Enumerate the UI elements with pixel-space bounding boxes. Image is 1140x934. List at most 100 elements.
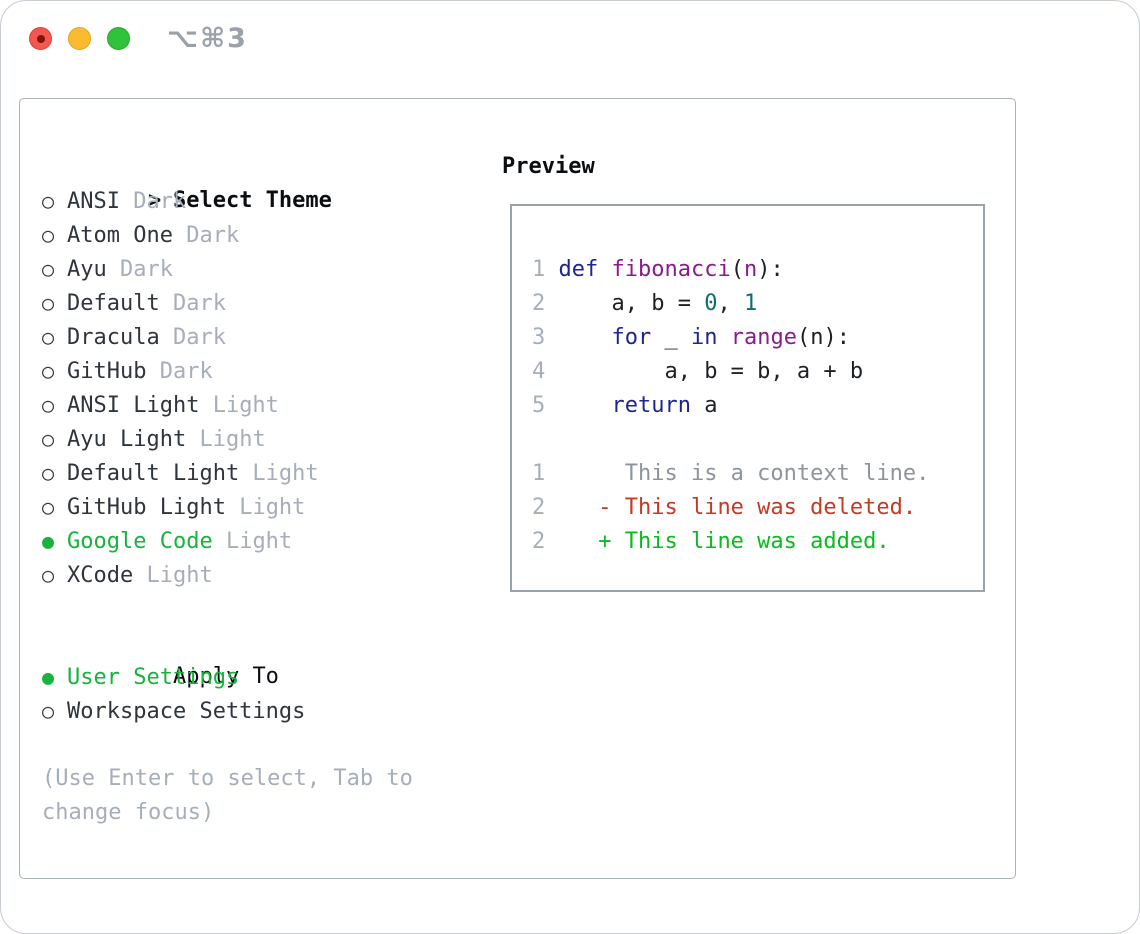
theme-option-ayu-dark[interactable]: ○Ayu Dark: [42, 252, 413, 286]
unselected-radio-icon: ○: [42, 393, 55, 417]
diff-line-deleted: 2 - This line was deleted.: [532, 491, 983, 525]
apply-option-workspace-settings[interactable]: ○Workspace Settings: [42, 694, 413, 728]
apply-option-label: Workspace Settings: [67, 699, 306, 724]
code-token: [559, 325, 612, 350]
line-number: 2: [532, 291, 546, 316]
blank-line: [532, 423, 983, 457]
theme-list-column: > Select Theme ○ ANSI Dark ○ Atom One Dark ○ A…: [42, 150, 413, 830]
theme-option-xcode-light[interactable]: ○XCode Light: [42, 558, 413, 592]
theme-variant-badge: Light: [225, 495, 306, 520]
help-text-line-2: change focus): [42, 800, 215, 825]
theme-name: Ayu Light: [67, 427, 187, 452]
unselected-radio-icon: ○: [42, 563, 55, 587]
code-token: 0: [704, 291, 718, 316]
theme-variant-badge: Dark: [172, 223, 240, 248]
unselected-radio-icon: ○: [42, 495, 55, 519]
code-token: a, b =: [558, 291, 705, 316]
window-title-shortcut: ⌥⌘3: [167, 23, 248, 54]
theme-variant-badge: Dark: [159, 325, 226, 350]
unselected-radio-icon: ○: [42, 427, 55, 451]
code-token: [717, 325, 730, 350]
code-token: n: [743, 257, 758, 282]
line-number: 3: [532, 325, 546, 350]
code-line-3: 3 for _ in range(n):: [532, 321, 983, 355]
theme-option-github-light-light[interactable]: ○ GitHub Light Light: [42, 490, 413, 524]
code-token: for: [611, 325, 652, 350]
unselected-radio-icon: ○: [42, 257, 55, 281]
diff-context-text: This is a context line.: [598, 461, 930, 486]
theme-option-google-code-light[interactable]: ● Google Code Light: [42, 524, 413, 558]
theme-option-default-light-light[interactable]: ○Default Light Light: [42, 456, 413, 490]
theme-option-atom-one-dark[interactable]: ○ Atom One Dark: [42, 218, 413, 252]
spacer: [42, 592, 413, 626]
theme-name: Atom One: [67, 223, 173, 248]
select-theme-title: Select Theme: [172, 188, 332, 213]
line-number: 2: [532, 529, 546, 554]
selected-radio-icon: ●: [42, 665, 55, 689]
code-token: a: [690, 393, 718, 418]
line-number: 2: [532, 495, 546, 520]
apply-to-header: Apply To: [42, 626, 413, 689]
close-button[interactable]: [29, 27, 52, 50]
theme-variant-badge: Light: [186, 427, 266, 452]
theme-name: Google Code: [67, 529, 213, 554]
theme-variant-badge: Light: [199, 393, 279, 418]
theme-name: Ayu: [67, 257, 107, 282]
theme-option-ansi-dark[interactable]: ○ANSI Dark: [42, 184, 413, 218]
theme-name: XCode: [67, 563, 134, 588]
theme-name: GitHub: [67, 359, 147, 384]
diff-added-text: + This line was added.: [598, 529, 890, 554]
unselected-radio-icon: ○: [42, 291, 55, 315]
code-token: (n):: [796, 325, 850, 350]
line-number: 5: [532, 393, 546, 418]
titlebar: ⌥⌘3: [1, 1, 1139, 76]
line-number: 1: [532, 257, 546, 282]
code-token: _: [651, 325, 691, 350]
theme-variant-badge: Light: [212, 529, 293, 554]
theme-option-default-dark[interactable]: ○ Default Dark: [42, 286, 413, 320]
diff-line-context: 1 This is a context line.: [532, 457, 983, 491]
code-token: range: [730, 325, 797, 350]
record-dot-icon: [36, 34, 45, 43]
apply-option-user-settings[interactable]: ●User Settings: [42, 660, 413, 694]
theme-variant-badge: Dark: [146, 359, 213, 384]
theme-name: ANSI Light: [67, 393, 200, 418]
unselected-radio-icon: ○: [42, 189, 55, 213]
help-text-line-1: (Use Enter to select, Tab to: [42, 766, 413, 791]
code-token: return: [611, 393, 691, 418]
code-token: a, b = b, a + b: [558, 359, 864, 384]
diff-line-added: 2 + This line was added.: [532, 525, 983, 559]
line-number: 4: [532, 359, 546, 384]
theme-variant-badge: Dark: [159, 291, 226, 316]
theme-name: Default Light: [67, 461, 240, 486]
selected-radio-icon: ●: [42, 529, 55, 553]
unselected-radio-icon: ○: [42, 359, 55, 383]
apply-to-title: Apply To: [172, 664, 279, 689]
theme-name: ANSI: [67, 189, 120, 214]
unselected-radio-icon: ○: [42, 223, 55, 247]
theme-name: Dracula: [67, 325, 160, 350]
code-line-4: 4 a, b = b, a + b: [532, 355, 983, 389]
focus-caret-icon: >: [147, 188, 162, 213]
code-token: def: [558, 257, 612, 282]
code-line-1: 1 def fibonacci(n):: [532, 253, 983, 287]
preview-title: Preview: [502, 154, 595, 179]
maximize-button[interactable]: [107, 27, 130, 50]
line-number: 1: [532, 461, 546, 486]
code-line-2: 2 a, b = 0, 1: [532, 287, 983, 321]
theme-options-list: ○ANSI Dark○Atom One Dark○Ayu Dark○Defaul…: [42, 184, 413, 592]
theme-option-ansi-light-light[interactable]: ○ ANSI Light Light: [42, 388, 413, 422]
unselected-radio-icon: ○: [42, 325, 55, 349]
theme-option-dracula-dark[interactable]: ○ Dracula Dark: [42, 320, 413, 354]
theme-name: GitHub Light: [67, 495, 226, 520]
theme-option-github-dark[interactable]: ○ GitHub Dark: [42, 354, 413, 388]
apply-to-options-list: ●User Settings○Workspace Settings: [42, 660, 413, 728]
minimize-button[interactable]: [68, 27, 91, 50]
diff-deleted-text: - This line was deleted.: [598, 495, 917, 520]
theme-name: Default: [67, 291, 160, 316]
code-token: ):: [757, 257, 784, 282]
theme-option-ayu-light-light[interactable]: ○ Ayu Light Light: [42, 422, 413, 456]
